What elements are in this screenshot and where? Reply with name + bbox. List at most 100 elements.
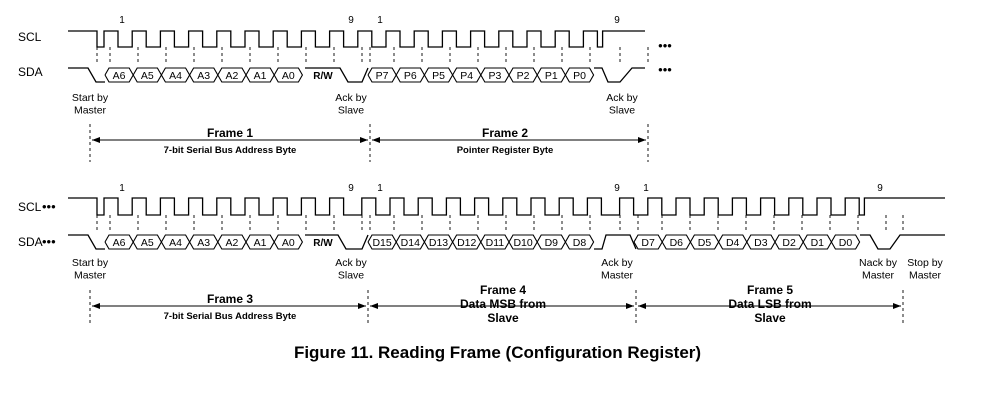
pointer-bit: P1 [545, 70, 558, 82]
data-msb-bit: D15 [372, 237, 391, 249]
address-bit: A3 [197, 70, 210, 82]
arrow-right-icon [893, 303, 901, 309]
clock-mark: 9 [348, 183, 354, 194]
clock-mark: 9 [614, 183, 620, 194]
address-bit: A5 [141, 237, 154, 249]
note-ack: Ack by [335, 92, 367, 104]
clock-mark: 9 [614, 15, 620, 26]
sda-label: SDA [18, 235, 43, 249]
data-msb-bit: D13 [429, 237, 448, 249]
note-ack: Slave [338, 105, 364, 117]
data-lsb-bit: D3 [754, 237, 768, 249]
data-lsb-bit: D0 [839, 237, 853, 249]
address-bit: A5 [141, 70, 154, 82]
data-msb-bit: D8 [573, 237, 587, 249]
ack-waveform [594, 67, 645, 83]
pointer-bit: P2 [517, 70, 530, 82]
note-ack: Slave [609, 105, 635, 117]
sda-label: SDA [18, 65, 43, 79]
continuation-dots: ••• [658, 38, 672, 53]
note-stop: Master [909, 270, 942, 282]
arrow-left-icon [372, 137, 380, 143]
clock-mark: 9 [348, 15, 354, 26]
ack-waveform [305, 234, 369, 250]
data-lsb-bit: D6 [670, 237, 684, 249]
address-bit: A2 [225, 70, 238, 82]
scl-label: SCL [18, 200, 42, 214]
rw-bit: R/W [313, 71, 333, 82]
rw-bit: R/W [313, 238, 333, 249]
data-msb-bit: D11 [486, 237, 505, 249]
frame-title: Data MSB from [460, 297, 546, 311]
note-ack: Ack by [601, 257, 633, 269]
pointer-bit: P0 [573, 70, 586, 82]
arrow-left-icon [638, 303, 646, 309]
frame-subtitle: 7-bit Serial Bus Address Byte [164, 145, 297, 156]
arrow-right-icon [360, 137, 368, 143]
data-msb-bit: D10 [513, 237, 532, 249]
sda-start [68, 234, 105, 250]
frame-title: Frame 1 [207, 126, 253, 140]
pointer-bit: P7 [376, 70, 389, 82]
data-msb-bit: D12 [457, 237, 476, 249]
bit-cell [830, 234, 861, 250]
bit-cell [273, 234, 304, 250]
address-bit: A6 [113, 237, 126, 249]
note-start: Master [74, 270, 107, 282]
address-bit: A4 [169, 237, 182, 249]
continuation-dots: ••• [42, 199, 56, 214]
arrow-right-icon [358, 303, 366, 309]
address-bit: A2 [225, 237, 238, 249]
address-bit: A1 [254, 70, 267, 82]
data-lsb-bit: D4 [726, 237, 740, 249]
note-nack: Nack by [859, 257, 898, 269]
note-nack: Master [862, 270, 895, 282]
arrow-left-icon [370, 303, 378, 309]
pointer-bit: P5 [432, 70, 445, 82]
arrow-left-icon [92, 303, 100, 309]
data-msb-bit: D14 [401, 237, 420, 249]
clock-mark: 1 [119, 15, 125, 26]
address-bit: A6 [113, 70, 126, 82]
frame-subtitle: Pointer Register Byte [457, 145, 554, 156]
pointer-bit: P4 [460, 70, 473, 82]
address-bit: A4 [169, 70, 182, 82]
frame-title: Frame 2 [482, 126, 528, 140]
data-lsb-bit: D5 [698, 237, 712, 249]
note-ack: Master [601, 270, 634, 282]
note-stop: Stop by [907, 257, 943, 269]
clock-mark: 1 [377, 15, 383, 26]
bit-cell [564, 234, 595, 250]
clock-mark: 9 [877, 183, 883, 194]
clock-mark: 1 [119, 183, 125, 194]
address-bit: A0 [282, 70, 295, 82]
frame-title: Frame 4 [480, 283, 526, 297]
note-ack: Ack by [335, 257, 367, 269]
ack-waveform [594, 234, 637, 250]
arrow-left-icon [92, 137, 100, 143]
figure-caption: Figure 11. Reading Frame (Configuration … [293, 343, 702, 362]
pointer-bit: P3 [488, 70, 501, 82]
bit-cell [273, 67, 304, 83]
address-bit: A3 [197, 237, 210, 249]
ack-waveform [305, 67, 369, 83]
arrow-right-icon [638, 137, 646, 143]
data-msb-bit: D9 [545, 237, 559, 249]
sda-start [68, 67, 105, 83]
frame-title: Data LSB from [728, 297, 811, 311]
note-start: Start by [72, 257, 109, 269]
clock-mark: 1 [377, 183, 383, 194]
continuation-dots: ••• [42, 234, 56, 249]
clock-mark: 1 [643, 183, 649, 194]
note-start: Master [74, 105, 107, 117]
frame-title: Slave [487, 311, 519, 325]
data-lsb-bit: D7 [641, 237, 655, 249]
data-lsb-bit: D2 [782, 237, 796, 249]
address-bit: A0 [282, 237, 295, 249]
arrow-right-icon [626, 303, 634, 309]
note-ack: Slave [338, 270, 364, 282]
frame-subtitle: 7-bit Serial Bus Address Byte [164, 311, 297, 322]
scl-label: SCL [18, 30, 42, 44]
frame-title: Slave [754, 311, 786, 325]
